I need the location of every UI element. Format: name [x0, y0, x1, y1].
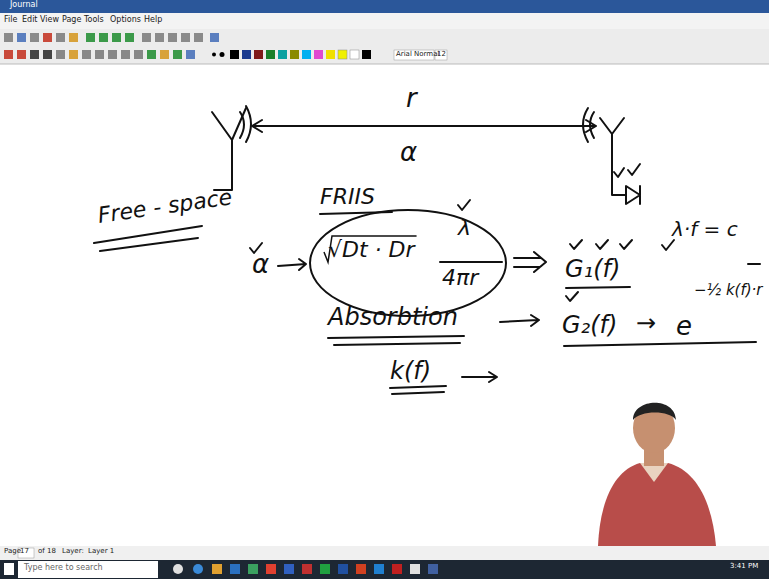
- menu-item: Edit: [22, 16, 38, 25]
- title-bar: [0, 0, 769, 13]
- menu-item: Help: [144, 16, 162, 25]
- attenuation-symbol: α: [400, 138, 417, 167]
- check-mark: [662, 240, 674, 250]
- status-text: Layer:: [62, 548, 84, 556]
- exponent: −½ k(f)·r: [694, 282, 762, 299]
- status-bar: [0, 546, 769, 560]
- presenter-figure: [598, 403, 716, 546]
- status-text: Layer 1: [88, 548, 114, 556]
- underline: [390, 386, 446, 394]
- transfer-function: G₁(f): [565, 256, 620, 282]
- coefficient: k(f): [390, 358, 431, 384]
- formula-ellipse: √Dt · Dr λ 4πr: [308, 208, 508, 318]
- transfer-function: G₂(f): [562, 312, 617, 338]
- section-heading: Absorbtion: [328, 304, 458, 330]
- detector-symbol: [626, 186, 640, 204]
- font-name: Arial Normal: [396, 51, 439, 59]
- menu-item: View: [40, 16, 59, 25]
- check-mark: [458, 200, 470, 210]
- relation-note: λ·f = c: [672, 218, 738, 240]
- fraction-term: λ: [458, 216, 471, 240]
- font-size: 12: [437, 51, 446, 59]
- underline: [94, 226, 202, 251]
- arrow: [462, 372, 497, 382]
- window-title: Journal: [10, 1, 38, 10]
- arrow-symbol: →: [636, 310, 656, 336]
- receive-antenna: [600, 118, 626, 195]
- underline: [564, 342, 756, 346]
- page-number: 17: [20, 548, 29, 556]
- search-placeholder: Type here to search: [24, 564, 103, 573]
- exponential-base: e: [676, 312, 692, 341]
- underline: [748, 263, 760, 265]
- search-box: [18, 561, 158, 578]
- radio-waves: [240, 106, 251, 142]
- underline: [566, 287, 630, 288]
- arrow: [500, 315, 539, 326]
- check-mark: [570, 240, 632, 249]
- fraction-term: 4πr: [442, 266, 478, 290]
- taskbar-icons: [173, 564, 438, 574]
- toolbar: [0, 29, 769, 46]
- status-text: of 18: [38, 548, 56, 556]
- check-mark: [566, 292, 578, 301]
- menu-bar: [0, 13, 769, 29]
- distance-symbol: r: [406, 84, 417, 113]
- arrow: [278, 259, 306, 270]
- formula-name: FRIIS: [320, 185, 375, 209]
- attenuation-symbol: α: [252, 250, 269, 279]
- menu-item: Tools: [84, 16, 104, 25]
- start-button: [4, 563, 14, 575]
- taskbar: [0, 560, 769, 579]
- menu-item: Options: [110, 16, 141, 25]
- menu-item: File: [4, 16, 17, 25]
- status-text: Page: [4, 548, 21, 556]
- toolbar-icons: [4, 33, 219, 42]
- implies-arrow: [514, 252, 546, 272]
- menu-item: Page: [62, 16, 81, 25]
- square-root-term: √Dt · Dr: [328, 238, 415, 262]
- ellipse-outline: [308, 208, 508, 318]
- transmit-antenna: [212, 108, 246, 190]
- medium-label: Free - space: [96, 185, 233, 228]
- check-mark: [614, 164, 640, 177]
- clock: 3:41 PM: [730, 563, 758, 571]
- radio-waves: [583, 108, 594, 142]
- pen-toolbar: [0, 46, 769, 64]
- underline: [328, 336, 464, 345]
- fraction-bar: [440, 261, 502, 263]
- pen-tools: [4, 50, 447, 60]
- distance-arrow: [252, 120, 596, 132]
